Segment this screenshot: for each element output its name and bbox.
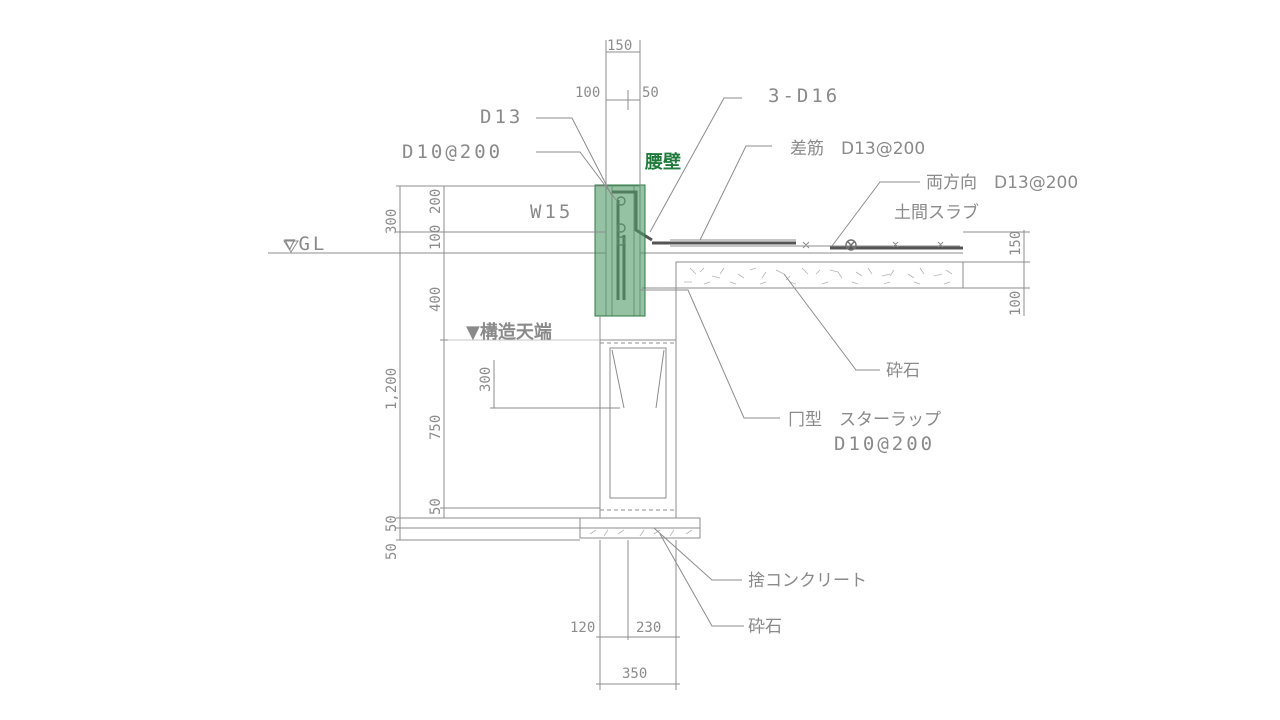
dim-left-1200: 1,200 bbox=[384, 368, 400, 410]
gl-label: ▽GL bbox=[284, 233, 327, 255]
foundation-beam bbox=[599, 316, 677, 518]
koshikabe-highlight bbox=[594, 184, 646, 317]
label-w15: W15 bbox=[530, 201, 573, 223]
dim-bottom-230: 230 bbox=[636, 620, 661, 636]
label-stirrup-1: 冂型 スターラップ bbox=[788, 410, 941, 430]
label-d13: D13 bbox=[480, 106, 523, 128]
gl-marker bbox=[283, 240, 299, 253]
dim-left-50c: 50 bbox=[384, 543, 400, 560]
label-saiseki-1: 砕石 bbox=[886, 361, 920, 381]
dim-top-left: 100 bbox=[575, 85, 600, 101]
dim-left-750: 750 bbox=[428, 415, 444, 440]
dim-left-200: 200 bbox=[428, 189, 444, 214]
koshikabe-label: 腰壁 bbox=[644, 151, 681, 173]
bottom-dimensions bbox=[596, 540, 680, 690]
dim-top-right: 50 bbox=[642, 85, 659, 101]
dim-left-50a: 50 bbox=[428, 498, 444, 515]
dim-top-total: 150 bbox=[607, 38, 632, 54]
dim-slab-100: 100 bbox=[1008, 291, 1024, 316]
dim-left-300: 300 bbox=[384, 209, 400, 234]
dim-bottom-350: 350 bbox=[622, 666, 647, 682]
left-dimensions bbox=[396, 185, 620, 541]
floor-slab bbox=[642, 239, 964, 340]
dim-left-50b: 50 bbox=[384, 515, 400, 532]
structure-top-label: ▼構造天端 bbox=[466, 321, 552, 343]
label-sashikin: 差筋 D13@200 bbox=[790, 139, 925, 159]
label-stirrup-2: D10@200 bbox=[834, 433, 935, 455]
dim-inner-300: 300 bbox=[478, 367, 494, 392]
label-ryouhoukou: 両方向 D13@200 bbox=[926, 173, 1078, 193]
label-domaslab: 土間スラブ bbox=[894, 202, 979, 223]
label-saiseki-2: 砕石 bbox=[748, 617, 782, 637]
label-d10-200: D10@200 bbox=[402, 141, 503, 163]
top-dimensions bbox=[605, 40, 641, 186]
dim-left-100: 100 bbox=[428, 225, 444, 250]
dim-slab-150: 150 bbox=[1008, 231, 1024, 256]
dim-bottom-120: 120 bbox=[570, 620, 595, 636]
dim-left-400: 400 bbox=[428, 287, 444, 312]
label-sute-concrete: 捨コンクリート bbox=[748, 571, 867, 591]
leader-lines bbox=[536, 97, 920, 627]
footing-base bbox=[579, 517, 701, 539]
label-3-d16: 3-D16 bbox=[768, 85, 840, 107]
slab-dimensions bbox=[963, 230, 1030, 316]
